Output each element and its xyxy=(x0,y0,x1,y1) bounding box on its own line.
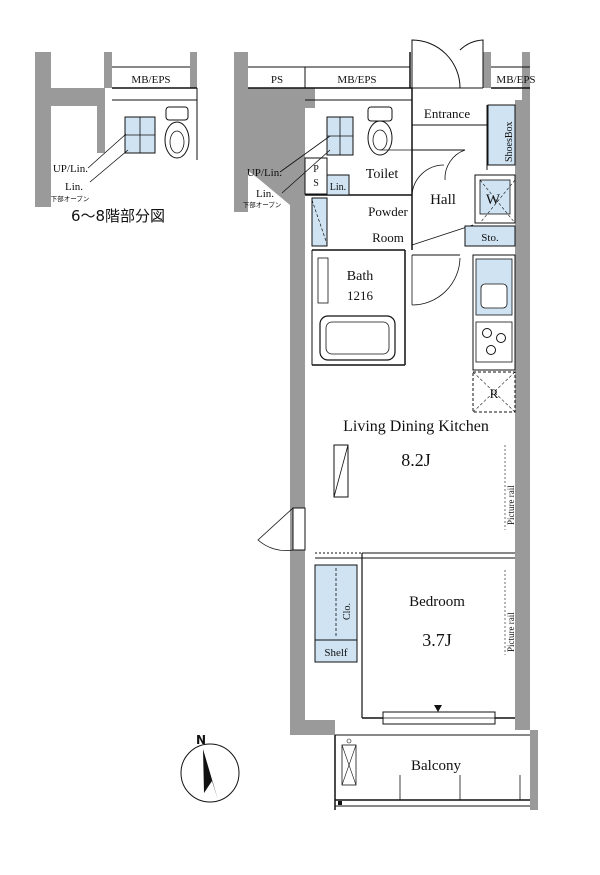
wall-bottom-left xyxy=(290,720,335,735)
fridge-label: R xyxy=(490,386,499,401)
inset-title: 6～8階部分図 xyxy=(71,207,165,225)
up-lin-label: UP/Lin. xyxy=(247,167,282,179)
mb-eps-right-label: MB/EPS xyxy=(496,74,535,86)
linen-shelf xyxy=(311,197,328,247)
shoes-box-label: ShoesBox xyxy=(504,121,515,162)
picture-rail-2: Picture rail xyxy=(506,612,516,652)
powder-label-1: Powder xyxy=(368,204,408,219)
balcony-wall-right xyxy=(530,730,538,810)
fridge-space xyxy=(472,371,516,413)
inset-lin-sub-label: 下部オープン xyxy=(51,194,90,203)
ps-top-label: PS xyxy=(271,74,283,86)
lin-box xyxy=(326,174,350,196)
mb-eps-label: MB/EPS xyxy=(337,74,376,86)
closet xyxy=(314,564,358,641)
north-label: N xyxy=(196,733,206,747)
powder-label-2: Room xyxy=(372,230,404,245)
wall-right xyxy=(515,100,530,720)
entrance-door-left xyxy=(411,39,461,89)
storage-box xyxy=(464,225,516,247)
lin-sub-label: 下部オープン xyxy=(243,200,282,209)
entrance-label: Entrance xyxy=(424,106,470,121)
toilet-label: Toilet xyxy=(366,167,399,182)
inset-wall-mb-right xyxy=(190,52,197,88)
shelf-label: Shelf xyxy=(324,647,348,659)
window-arrow-icon xyxy=(434,705,442,712)
inset-wall-mb xyxy=(104,52,112,88)
entrance-door-right xyxy=(459,39,484,88)
picture-rail-1: Picture rail xyxy=(506,485,516,525)
shoes-box xyxy=(487,104,516,166)
washer-label: W xyxy=(486,192,501,208)
ldk-size-label: 8.2J xyxy=(401,450,431,470)
inset-wall-top xyxy=(35,88,97,106)
inset-toilet-tank xyxy=(165,106,189,121)
wall-left-main xyxy=(234,52,305,735)
inset-plan: MB/EPS UP/Lin. Lin. 下部オープン 6～8階部分図 xyxy=(35,52,198,225)
kitchen-sink xyxy=(480,283,508,309)
balcony-label: Balcony xyxy=(411,758,461,774)
inset-wall-pillar xyxy=(97,88,105,153)
inset-lin-label: Lin. xyxy=(65,181,83,193)
inset-toilet-bowl xyxy=(164,121,190,159)
bedroom-label: Bedroom xyxy=(409,594,465,610)
lin-box-label: Lin. xyxy=(330,182,346,193)
shelf xyxy=(314,639,358,663)
toilet-bowl xyxy=(367,120,393,156)
bath-size-label: 1216 xyxy=(347,288,374,303)
stove xyxy=(475,321,513,363)
hall-label: Hall xyxy=(430,192,456,208)
inset-wall-left xyxy=(35,52,51,207)
bathtub xyxy=(319,315,396,361)
bedroom-size-label: 3.7J xyxy=(422,630,452,650)
north-compass-icon: N xyxy=(180,733,240,803)
inset-mb-eps-label: MB/EPS xyxy=(131,74,170,86)
wall-left-pillar xyxy=(290,88,305,223)
lin-label: Lin. xyxy=(256,188,274,200)
storage-label: Sto. xyxy=(481,232,499,244)
bath-door xyxy=(411,257,461,306)
ldk-side-window xyxy=(292,507,306,551)
bath-label: Bath xyxy=(347,269,373,284)
ldk-label: Living Dining Kitchen xyxy=(343,418,489,435)
closet-label: Clo. xyxy=(342,603,353,620)
ldk-side-door xyxy=(257,507,294,551)
inset-up-lin-label: UP/Lin. xyxy=(53,163,88,175)
toilet-tank xyxy=(367,106,393,122)
